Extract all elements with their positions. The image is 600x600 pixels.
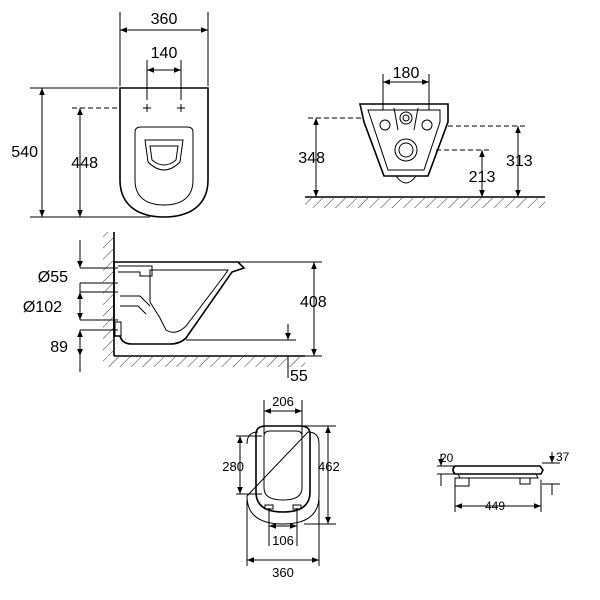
- seat-buffer: [519, 477, 531, 485]
- seat-top-view: 206 280 462 106 360: [222, 394, 339, 580]
- seat-height-label: 37: [556, 450, 570, 464]
- seat-inner-outline: [263, 430, 303, 501]
- outlet-diameter-label: Ø102: [23, 299, 62, 316]
- seat-side-view: 20 37 449: [437, 450, 570, 513]
- rear-body-inner: [367, 109, 441, 171]
- seat-hinge-block: [454, 477, 470, 487]
- outlet-hole-inner: [398, 142, 414, 158]
- seat-thickness-label: 20: [440, 451, 454, 465]
- front-width-label: 360: [151, 11, 178, 28]
- outlet-height-label: 213: [469, 169, 496, 186]
- seat-inner-length-label: 280: [222, 459, 244, 474]
- seat-bottom-width-label: 360: [272, 565, 294, 580]
- wall-hatch: [103, 232, 113, 356]
- inlet-hole-inner: [402, 114, 410, 122]
- bowl-opening: [144, 139, 184, 171]
- seat-side-outline: [452, 465, 544, 475]
- fix-hole-left: [379, 119, 391, 131]
- seat-total-length-label: 462: [318, 459, 340, 474]
- bowl-outline: [119, 87, 209, 218]
- inlet-hole: [399, 111, 413, 125]
- hinge-spacing-label: 106: [272, 533, 294, 548]
- fixing-point-left: [143, 104, 151, 112]
- side-trapway: [120, 295, 151, 315]
- outlet-hole: [394, 138, 418, 162]
- inlet-diameter-label: Ø55: [38, 269, 68, 286]
- side-floor-hatch: [103, 357, 305, 367]
- side-view: Ø55 Ø102 89 408 55: [23, 232, 327, 385]
- outlet-floor-label: 89: [50, 339, 68, 356]
- seat-side-lower: [457, 473, 539, 479]
- front-view: 360 140 540 448: [11, 11, 209, 218]
- side-body-inner: [149, 269, 229, 333]
- seat-outline: [134, 126, 194, 206]
- rear-height-right-label: 313: [506, 153, 533, 170]
- fixing-point-right: [177, 104, 185, 112]
- seat-length-label: 449: [485, 499, 505, 513]
- rear-body-outline: [359, 103, 449, 177]
- fixing-height-label: 448: [71, 155, 98, 172]
- seat-top-width-label: 206: [272, 394, 294, 409]
- outlet-spigot: [114, 321, 122, 337]
- floor-clearance-label: 55: [290, 368, 308, 385]
- rear-height-left-label: 348: [298, 150, 325, 167]
- bowl-opening-inner: [149, 145, 179, 166]
- side-inlet: [118, 265, 153, 277]
- rear-floor-hatch: [305, 198, 545, 208]
- side-height-label: 408: [300, 294, 327, 311]
- side-body-outline: [113, 261, 246, 345]
- rear-width-label: 180: [393, 65, 420, 82]
- lid-outline: [246, 431, 320, 525]
- fixing-spacing-label: 140: [151, 45, 178, 62]
- rear-bottom-lip: [395, 175, 417, 184]
- rear-view: 180 348 313 213: [298, 65, 545, 208]
- fix-hole-right: [421, 119, 433, 131]
- front-height-label: 540: [11, 144, 38, 161]
